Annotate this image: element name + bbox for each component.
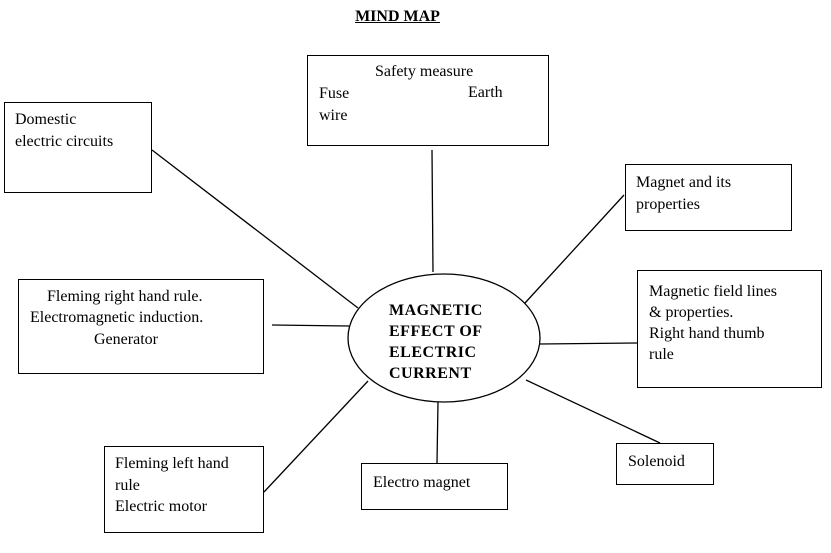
connector-fleming-right: [271, 324, 350, 327]
node-magnet-properties: [625, 164, 792, 231]
connector-field-lines: [539, 342, 638, 345]
node-fleming-left: [104, 446, 264, 533]
node-safety-measure: [307, 55, 549, 146]
connector-domestic: [151, 149, 359, 309]
safety-earth: Earth: [468, 84, 503, 101]
domestic-line-1: Domestic: [15, 111, 77, 128]
magnet-props-line-1: Magnet and its: [636, 174, 732, 191]
safety-heading: Safety measure: [375, 63, 474, 80]
fleming-left-line-2: rule: [115, 477, 140, 494]
center-line-1: MAGNETIC: [389, 302, 483, 319]
field-lines-line-4: rule: [649, 346, 674, 363]
node-solenoid: [616, 443, 714, 485]
safety-wire: wire: [319, 107, 348, 124]
safety-fuse: Fuse: [319, 85, 350, 102]
connector-electro-magnet: [436, 401, 439, 464]
connector-magnet-props: [524, 194, 625, 304]
diagram-title: MIND MAP: [355, 8, 440, 25]
connector-fleming-left: [263, 380, 369, 493]
center-line-4: CURRENT: [389, 365, 472, 379]
field-lines-line-2: & properties.: [649, 304, 734, 321]
field-lines-line-1: Magnetic field lines: [649, 283, 777, 300]
field-lines-line-3: Right hand thumb: [649, 325, 765, 342]
fleming-left-line-3: Electric motor: [115, 498, 207, 515]
connector-solenoid: [525, 379, 661, 444]
fleming-right-line-2: Electromagnetic induction.: [30, 309, 204, 326]
node-electro-magnet: [361, 463, 508, 510]
node-domestic-circuits: [4, 102, 152, 193]
solenoid-label: Solenoid: [628, 453, 685, 470]
electro-magnet-label: Electro magnet: [373, 474, 471, 491]
connector-safety: [431, 149, 434, 273]
node-fleming-right: [18, 279, 264, 374]
center-line-3: ELECTRIC: [389, 344, 477, 361]
center-line-2: EFFECT OF: [389, 323, 483, 340]
magnet-props-line-2: properties: [636, 196, 700, 213]
center-ellipse: [347, 273, 541, 403]
domestic-line-2: electric circuits: [15, 133, 114, 150]
center-line-4-clip: CURRENT: [380, 360, 500, 379]
node-field-lines: [637, 270, 822, 388]
fleming-right-line-3: Generator: [94, 331, 158, 348]
fleming-left-line-1: Fleming left hand: [115, 455, 229, 472]
fleming-right-line-1: Fleming right hand rule.: [47, 288, 203, 305]
